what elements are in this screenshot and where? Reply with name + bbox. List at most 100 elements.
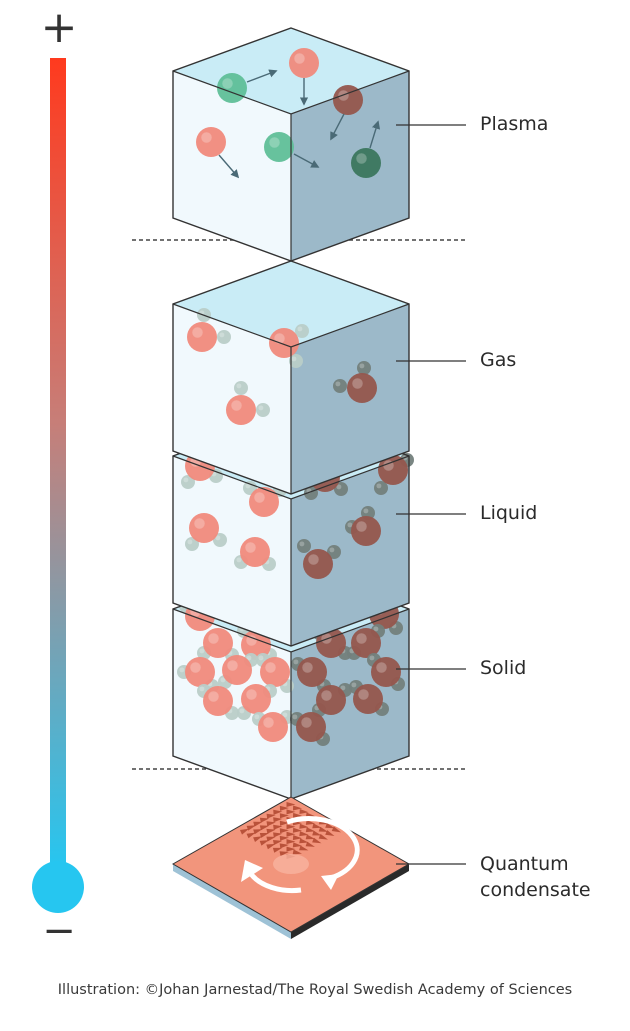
atom-highlight [269,137,280,148]
atom-highlight [308,554,319,565]
oxygen-atom [189,513,219,543]
oxygen-atom [371,657,401,687]
atom-highlight [254,714,260,720]
atom-highlight [194,518,205,529]
rotation-arrow-lower [249,872,302,894]
oxygen-atom [353,684,383,714]
vortex-arrow-mark [292,805,303,811]
ion [264,132,294,162]
vortex-arrow-mark [286,809,296,815]
oxygen-atom [187,322,217,352]
atom-highlight [291,356,297,362]
label-solid: Solid [480,657,527,679]
vortex-arrow-mark [273,840,283,845]
atom-highlight [201,132,212,143]
hydrogen-atom [181,475,195,489]
thermometer: + − [32,2,84,954]
vortex-arrow-mark [279,828,289,834]
thermometer-plus-sign: + [41,2,78,53]
vortex-arrow-mark [305,834,316,840]
label-liquid: Liquid [480,502,538,524]
atom-highlight [219,332,225,338]
atom-highlight [187,539,193,545]
hydrogen-atom [213,533,227,547]
atom-highlight [254,492,265,503]
vortex-arrow-mark [325,830,335,836]
label-quantum-line2: condensate [480,879,591,901]
oxygen-atom [347,373,377,403]
atom-highlight [292,714,298,720]
vortex-arrow-mark [318,826,329,832]
plasma-cube [172,27,410,262]
vortex-arrow-mark [292,812,303,818]
atom-highlight [376,662,387,673]
label-plasma: Plasma [480,113,549,135]
vortex-arrow-mark [279,851,289,857]
oxygen-atom [378,455,408,485]
vortex-arrow-mark [279,813,289,819]
illustration-credit: Illustration: ©Johan Jarnestad/The Royal… [57,982,573,998]
atom-highlight [222,78,233,89]
atom-highlight [263,717,274,728]
motion-arrow [369,120,381,149]
vortex-arrow-mark [299,838,309,844]
atom-highlight [356,153,367,164]
oxygen-atom [241,630,271,660]
vortex-arrow-mark [292,835,303,841]
vortex-arrow-mark [259,832,270,838]
vortex-arrow-mark [279,820,289,826]
atom-highlight [208,691,219,702]
motion-arrow [246,69,278,83]
vortex-arrow-mark [266,813,276,819]
atom-highlight [294,53,305,64]
vortex-arrow-mark [246,832,256,839]
oxygen-atom [296,712,326,742]
vortex-arrow-mark [259,817,270,823]
atom-highlight [297,326,303,332]
motion-arrow [330,113,345,141]
oxygen-atom [203,628,233,658]
atom-highlight [282,712,288,718]
cube-right-face [291,304,409,494]
vortex-core [273,854,309,874]
hydrogen-atom [297,539,311,553]
ion [351,148,381,178]
vortex-arrow-mark [286,824,296,830]
oxygen-atom [316,685,346,715]
oxygen-atom [226,395,256,425]
thermometer-minus-sign: − [42,908,76,954]
atom-highlight [215,535,221,541]
hydrogen-atom [289,354,303,368]
atom-highlight [231,400,242,411]
atom-highlight [358,689,369,700]
atom-highlight [352,378,363,389]
vortex-arrow-mark [299,823,309,829]
atom-highlight [208,633,219,644]
label-gas: Gas [480,349,517,371]
cube-right-face [291,71,409,261]
vortex-arrow-mark [273,817,283,823]
vortex-arrow-mark [246,825,256,831]
atom-highlight [236,383,242,389]
oxygen-atom [316,628,346,658]
vortex-arrow-mark [273,809,283,815]
hydrogen-atom [357,361,371,375]
atom-highlight [246,635,257,646]
ion [196,127,226,157]
vortex-arrow-mark [305,827,316,833]
vortex-arrow-mark [239,828,250,835]
vortex-arrow-mark [312,823,322,829]
vortex-arrow-mark [331,826,342,833]
vortex-arrow-mark [312,837,322,844]
vortex-arrow-mark [266,843,276,850]
atom-highlight [190,662,201,673]
atom-highlight [258,405,264,411]
vortex-arrow-mark [286,801,296,807]
atom-highlight [245,542,256,553]
vortex-arrow-mark [259,840,269,846]
hydrogen-atom [256,403,270,417]
hydrogen-atom [185,537,199,551]
vortex-arrow-mark [273,832,283,838]
atom-highlight [336,484,342,490]
